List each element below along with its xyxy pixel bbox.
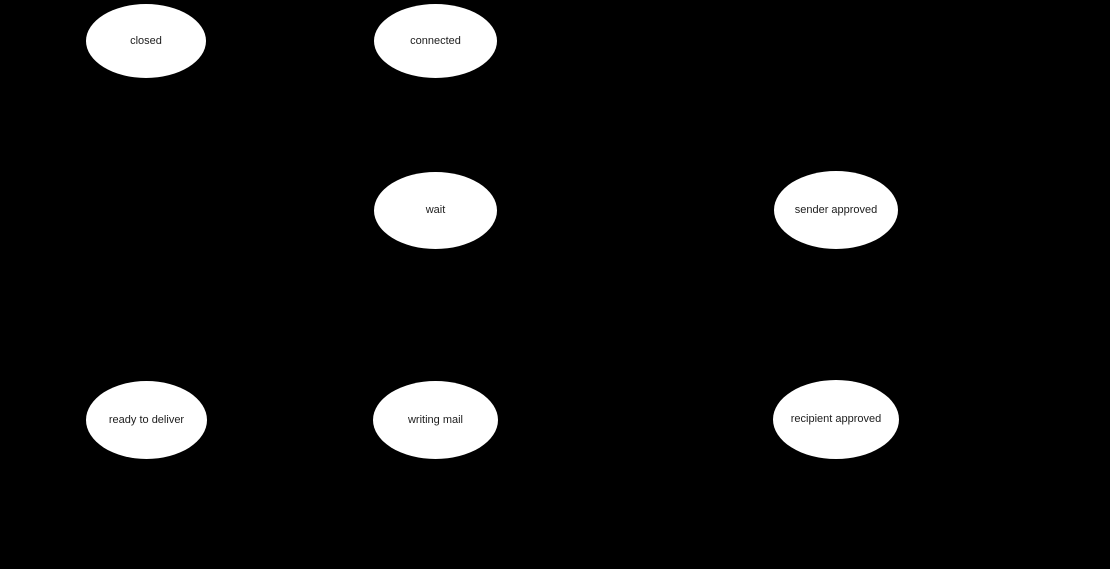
state-label: ready to deliver — [108, 413, 185, 426]
state-label: closed — [130, 34, 162, 47]
state-label: connected — [410, 34, 461, 47]
state-node-sender-approved: sender approved — [774, 171, 898, 249]
state-label: writing mail — [407, 413, 463, 426]
state-node-recipient-approved: recipient approved — [773, 380, 899, 459]
state-label: wait — [425, 204, 446, 217]
state-node-ready-to-deliver: ready to deliver — [86, 381, 207, 459]
state-node-connected: connected — [374, 4, 497, 78]
state-node-closed: closed — [86, 4, 206, 78]
state-label: recipient approved — [790, 413, 882, 426]
state-label: sender approved — [794, 203, 878, 216]
state-node-writing-mail: writing mail — [373, 381, 498, 459]
state-node-wait: wait — [374, 172, 497, 249]
